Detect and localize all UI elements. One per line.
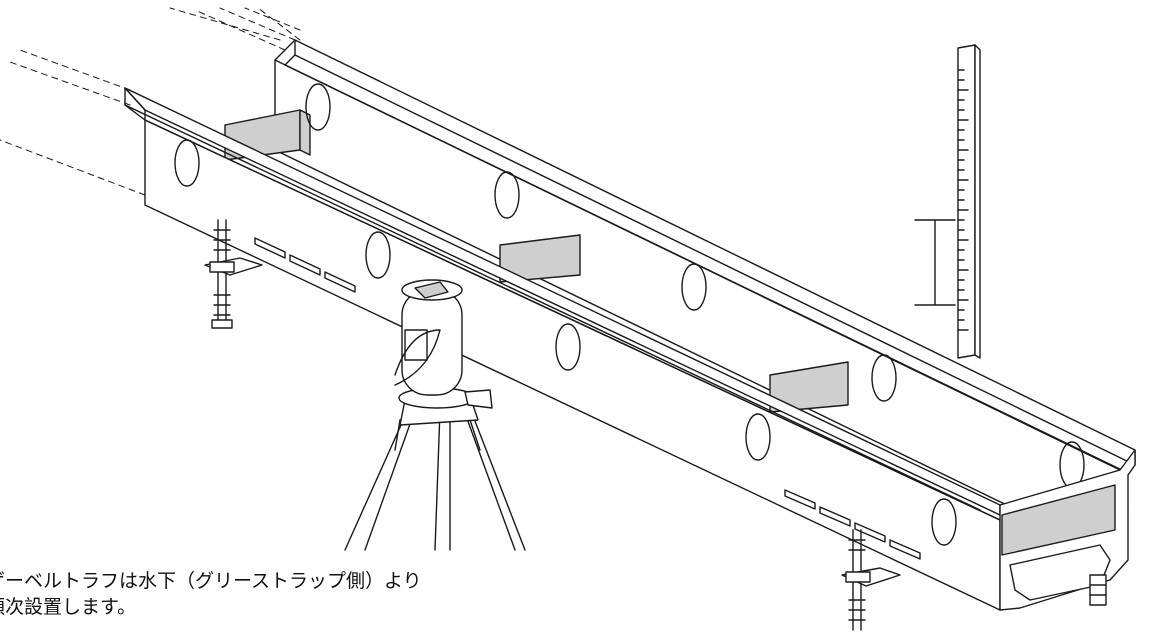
dashed-continuation-lines [0, 7, 301, 196]
laser-level-on-tripod [344, 279, 526, 551]
trough-holes [174, 83, 1085, 546]
caption-line-2: 順次設置します。 [0, 596, 137, 618]
adjusting-bolt-right [841, 529, 1107, 631]
trough-slots [254, 237, 921, 560]
trough-end-profile [999, 449, 1136, 611]
caption-line-1: ゲーベルトラフは水下（グリーストラップ側）より [0, 570, 422, 592]
adjusting-bolt-left [204, 219, 263, 329]
measuring-staff [914, 44, 981, 359]
caption: ゲーベルトラフは水下（グリーストラップ側）より 順次設置します。 [0, 568, 422, 620]
